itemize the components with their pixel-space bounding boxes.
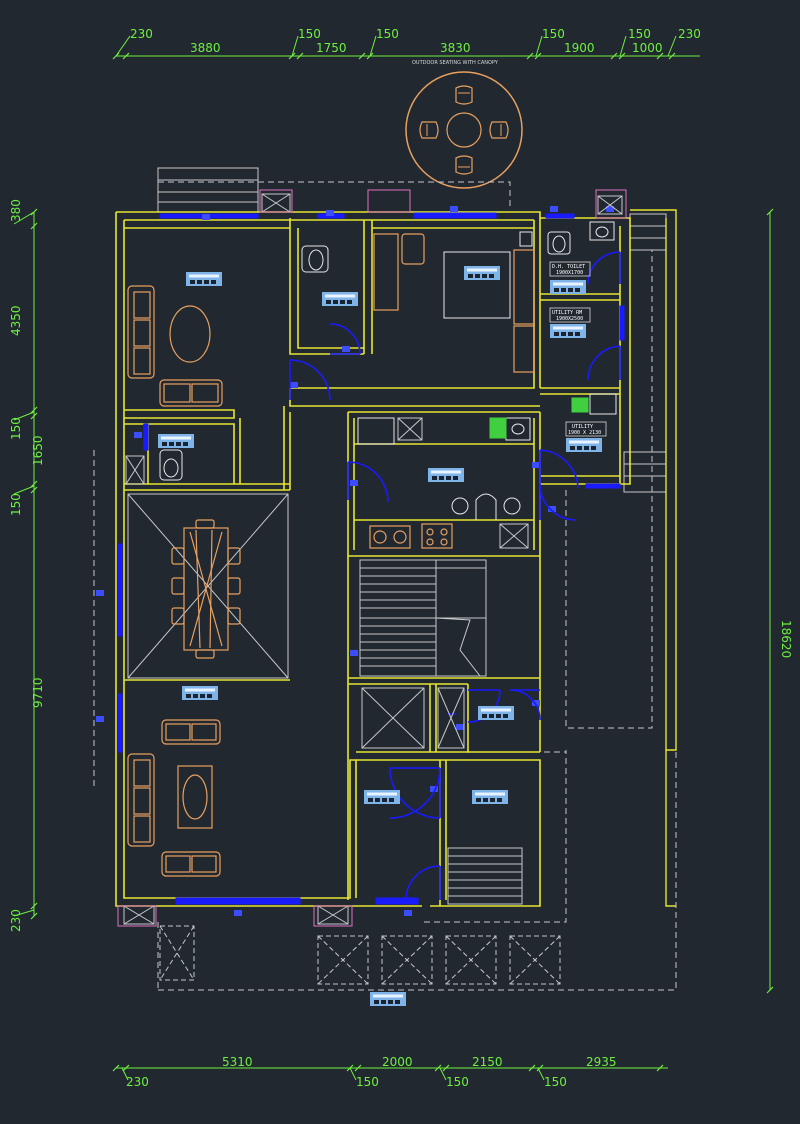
window-tags <box>96 206 614 916</box>
dim-left-230: 230 <box>9 909 23 932</box>
furniture <box>127 233 535 877</box>
utility-labels: D.H. TOILET 1900X1700 UTILITY RM 1900X25… <box>549 261 607 452</box>
pink-ducts <box>117 189 627 927</box>
dim-top-3830: 3830 <box>440 41 471 55</box>
dim-right-18620: 18620 <box>779 620 793 658</box>
dim-bottom-2150: 2150 <box>472 1055 503 1069</box>
dim-top-150-a: 150 <box>298 27 321 41</box>
dim-top-1000: 1000 <box>632 41 663 55</box>
dim-bottom-5310: 5310 <box>222 1055 253 1069</box>
right-boundary <box>630 209 677 907</box>
dim-bottom-150-b: 150 <box>446 1075 469 1089</box>
dim-top-1750: 1750 <box>316 41 347 55</box>
dh-toilet-size: 1900X1700 <box>556 270 583 276</box>
dim-bottom-2935: 2935 <box>586 1055 617 1069</box>
dim-top-230-left: 230 <box>130 27 153 41</box>
top-dimension-labels: 230 3880 150 1750 150 3830 150 1900 150 … <box>130 27 701 55</box>
dim-bottom-230: 230 <box>126 1075 149 1089</box>
utility-rm-label: UTILITY RM <box>552 310 582 316</box>
parking-bays <box>159 925 561 985</box>
dim-left-150-a: 150 <box>9 417 23 440</box>
dim-left-4350: 4350 <box>9 305 23 336</box>
dim-top-1900: 1900 <box>564 41 595 55</box>
fixtures <box>159 221 617 520</box>
room-tags <box>158 266 514 1006</box>
dim-left-9710: 9710 <box>31 677 45 708</box>
dim-left-1650: 1650 <box>31 435 45 466</box>
dim-top-3880: 3880 <box>190 41 221 55</box>
doors <box>143 251 621 901</box>
dim-top-230-right: 230 <box>678 27 701 41</box>
dh-toilet-label: D.H. TOILET <box>552 264 585 270</box>
dimension-lines <box>13 35 771 1081</box>
utility-label: UTILITY <box>572 424 593 430</box>
dim-top-150-d: 150 <box>628 27 651 41</box>
dimension-ticks <box>30 52 774 1072</box>
dim-bottom-2000: 2000 <box>382 1055 413 1069</box>
dim-top-150-b: 150 <box>376 27 399 41</box>
dim-left-380: 380 <box>9 199 23 222</box>
entry-steps-top <box>157 167 259 213</box>
dim-top-150-c: 150 <box>542 27 565 41</box>
outdoor-seating <box>405 71 523 189</box>
staircase <box>359 559 523 905</box>
dim-bottom-150-a: 150 <box>356 1075 379 1089</box>
void-markings <box>123 193 623 925</box>
utility-size: 1900 X 2130 <box>568 430 601 436</box>
dim-bottom-150-c: 150 <box>544 1075 567 1089</box>
bottom-dimension-labels: 5310 2000 2150 2935 230 150 150 150 <box>126 1055 617 1089</box>
outdoor-seating-label: OUTDOOR SEATING WITH CANOPY <box>412 60 499 66</box>
dashed-outlines <box>93 181 677 991</box>
left-dimension-labels: 380 4350 150 1650 150 9710 230 <box>9 199 45 932</box>
dim-left-150-b: 150 <box>9 493 23 516</box>
utility-rm-size: 1900X2500 <box>556 316 583 322</box>
